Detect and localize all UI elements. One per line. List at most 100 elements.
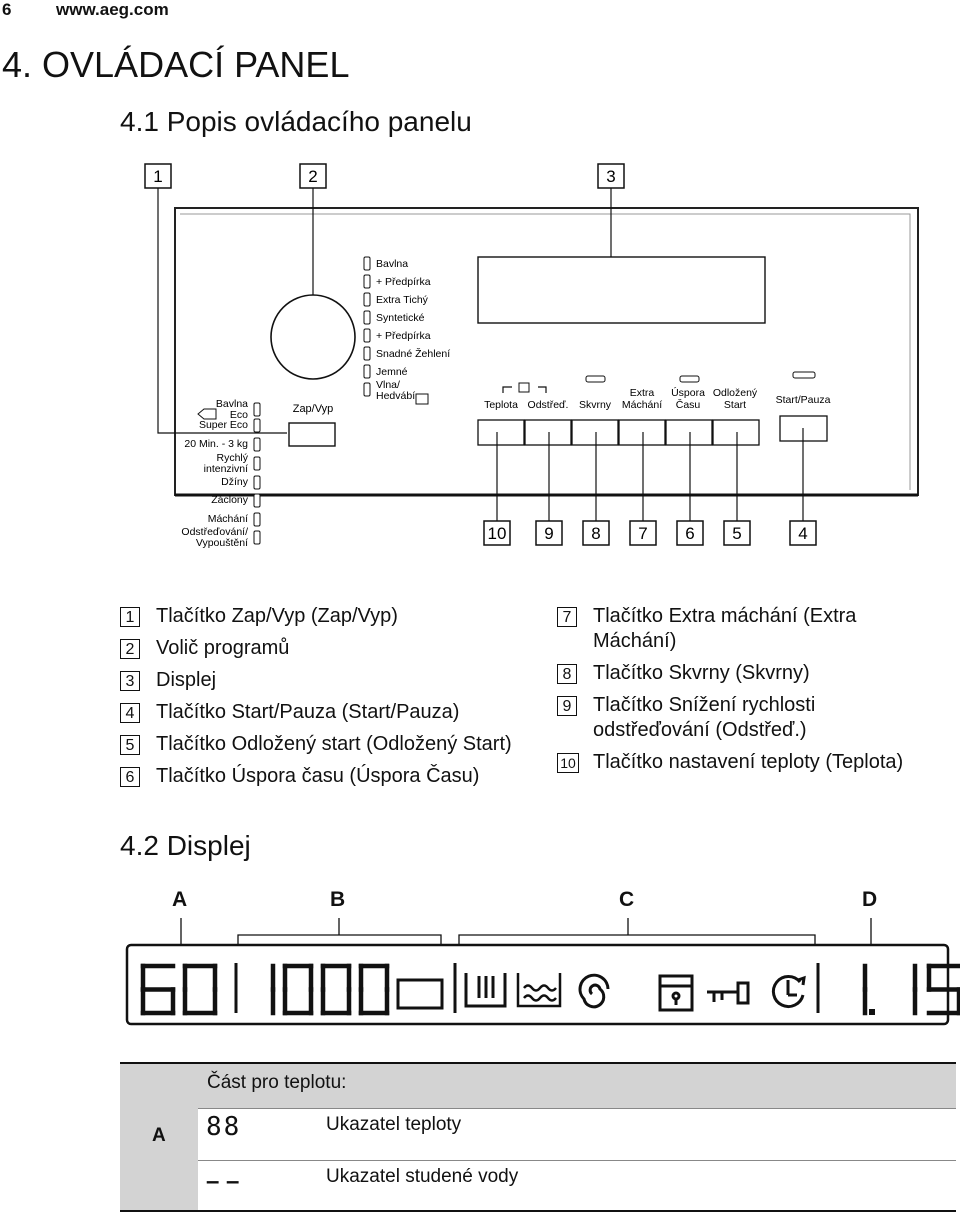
legend-item: 9 Tlačítko Snížení rychlosti odstřeďování… — [557, 693, 932, 743]
temp-indicator-text: Ukazatel teploty — [326, 1114, 462, 1135]
decimal-point — [869, 1009, 875, 1015]
button-label: Času — [676, 398, 701, 411]
left-program-label: Džíny — [221, 476, 249, 488]
right-program-label: + Předpírka — [376, 276, 431, 288]
callout-1: 1 — [153, 167, 162, 186]
svg-text:7: 7 — [638, 524, 647, 543]
callout-2: 2 — [308, 167, 317, 186]
program-led — [363, 364, 371, 379]
program-led — [253, 475, 261, 490]
legend-item: 10 Tlačítko nastavení teploty (Teplota) — [557, 750, 932, 775]
legend-number: 5 — [120, 735, 140, 755]
right-program-label: Vlna/ — [376, 379, 400, 391]
program-led — [253, 530, 261, 545]
program-led — [363, 292, 371, 307]
left-program-label: Rychlý — [216, 452, 248, 464]
callout-10: 10 — [483, 520, 511, 546]
temp-indicator-symbol: 88 — [206, 1112, 242, 1142]
page-number: 6 — [2, 0, 12, 19]
legend-right: 7 Tlačítko Extra máchání (Extra Máchání) 8… — [557, 604, 932, 782]
svg-text:6: 6 — [685, 524, 694, 543]
callout-9: 9 — [535, 520, 563, 546]
button-label: Odložený — [713, 387, 758, 399]
legend-number: 2 — [120, 639, 140, 659]
left-program-label: Eco — [230, 409, 248, 421]
program-led — [363, 328, 371, 343]
display-letter-b: B — [330, 888, 346, 911]
right-program-label: Jemné — [376, 366, 408, 378]
callout-4: 4 — [789, 520, 817, 546]
program-led — [363, 274, 371, 289]
spin-digits — [270, 963, 390, 1016]
button-label: Úspora — [671, 386, 705, 399]
program-led — [363, 310, 371, 325]
button-label: Teplota — [484, 399, 518, 411]
button-label: Odstřeď. — [528, 399, 569, 411]
legend-text: Tlačítko Úspora času (Úspora Času) — [156, 765, 480, 787]
program-led — [253, 418, 261, 433]
svg-text:5: 5 — [732, 524, 741, 543]
callout-8: 8 — [582, 520, 610, 546]
callout-7: 7 — [629, 520, 657, 546]
delay-clock-icon — [771, 975, 806, 1008]
legend-number: 7 — [557, 607, 577, 627]
rinse-hold-icon — [396, 978, 444, 1010]
cold-water-text: Ukazatel studené vody — [326, 1166, 519, 1187]
callout-5: 5 — [723, 520, 751, 546]
left-program-label: Super Eco — [199, 419, 248, 431]
button-label: Extra — [630, 387, 655, 399]
svg-text:8: 8 — [591, 524, 600, 543]
svg-text:9: 9 — [544, 524, 553, 543]
legend-text: Tlačítko Start/Pauza (Start/Pauza) — [156, 701, 460, 723]
legend-text: Tlačítko nastavení teploty (Teplota) — [593, 751, 904, 773]
svg-text:4: 4 — [798, 524, 807, 543]
program-led — [363, 256, 371, 271]
program-led — [363, 346, 371, 361]
program-led — [253, 512, 261, 527]
display-diagram — [125, 918, 960, 1026]
left-program-label: Záclony — [211, 494, 249, 506]
legend-item: 7 Tlačítko Extra máchání (Extra Máchání) — [557, 604, 932, 654]
legend-text: Tlačítko Extra máchání (Extra Máchání) — [593, 605, 857, 652]
legend-number: 10 — [557, 753, 579, 773]
callout-3: 3 — [606, 167, 615, 186]
legend-item: 2 Volič programů — [120, 636, 520, 661]
subsection-title-panel: 4.1 Popis ovládacího panelu — [120, 106, 472, 137]
child-lock-key-icon — [707, 981, 750, 1005]
button-label: Skvrny — [579, 399, 612, 411]
callout-6: 6 — [676, 520, 704, 546]
legend-text: Tlačítko Skvrny (Skvrny) — [593, 662, 810, 684]
left-program-label: Odstřeďování/ — [181, 526, 248, 538]
site-url: www.aeg.com — [56, 0, 169, 19]
cold-water-symbol: – – — [206, 1168, 240, 1195]
program-led — [253, 493, 261, 508]
display-letter-c: C — [619, 888, 635, 911]
left-program-label: 20 Min. - 3 kg — [184, 438, 248, 450]
display-letter-a: A — [172, 888, 188, 911]
onoff-label: Zap/Vyp — [293, 403, 334, 415]
legend-number: 8 — [557, 664, 577, 684]
legend-text: Tlačítko Zap/Vyp (Zap/Vyp) — [156, 605, 398, 627]
left-program-label: Vypouštění — [196, 537, 248, 549]
table-heading: Část pro teplotu: — [207, 1072, 347, 1093]
legend-text: Displej — [156, 669, 217, 691]
door-lock-icon — [658, 974, 694, 1012]
subsection-title-display: 4.2 Displej — [120, 830, 251, 861]
section-title: 4. OVLÁDACÍ PANEL — [2, 44, 350, 85]
legend-text: Volič programů — [156, 637, 290, 659]
right-program-label: Extra Tichý — [376, 294, 429, 306]
spin-spiral-icon — [578, 973, 610, 1009]
left-program-label: Bavlna — [216, 398, 248, 410]
legend-item: 8 Tlačítko Skvrny (Skvrny) — [557, 661, 932, 686]
legend-text: Tlačítko Snížení rychlosti odstřeďování … — [593, 694, 816, 741]
button-label: Start/Pauza — [776, 394, 831, 406]
right-program-label: Syntetické — [376, 312, 425, 324]
program-led — [253, 456, 261, 471]
left-program-label: Máchání — [208, 513, 248, 525]
program-led — [363, 382, 371, 397]
legend-number: 9 — [557, 696, 577, 716]
